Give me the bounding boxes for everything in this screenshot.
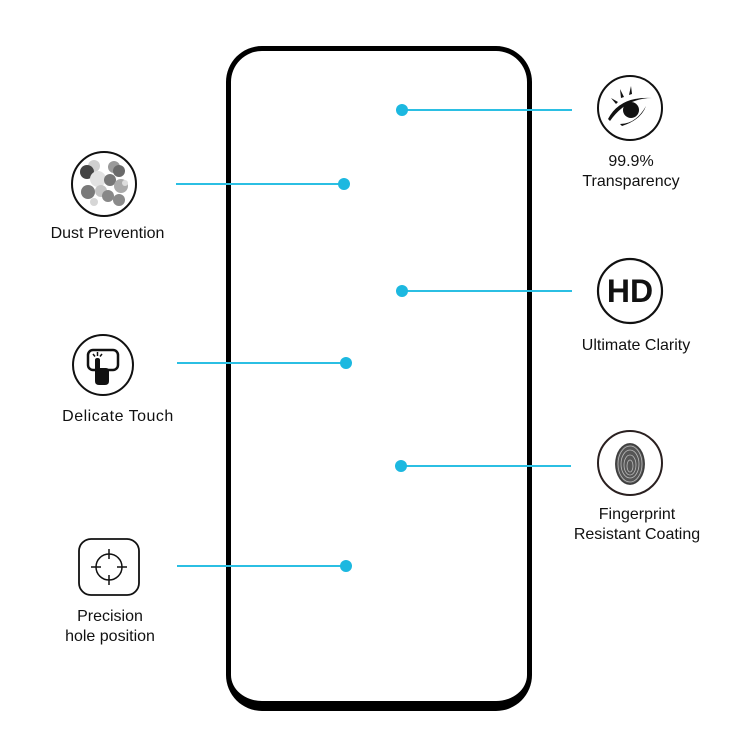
- dust-icon: [70, 150, 138, 218]
- phone-frame: [226, 46, 532, 711]
- transparency-label: 99.9% Transparency: [570, 152, 692, 192]
- precision-label-line2: hole position: [65, 628, 155, 645]
- callout-line-dust: [176, 183, 344, 185]
- fingerprint-icon: [596, 429, 664, 497]
- callout-dot-precision: [340, 560, 352, 572]
- transparency-label-line1: 99.9%: [608, 153, 654, 170]
- callout-dot-dust: [338, 178, 350, 190]
- transparency-label-line2: Transparency: [582, 173, 680, 190]
- fingerprint-label-line1: Fingerprint: [598, 506, 676, 523]
- crosshair-icon: [77, 537, 141, 597]
- callout-line-touch: [177, 362, 345, 364]
- callout-dot-clarity: [396, 285, 408, 297]
- clarity-label: Ultimate Clarity: [581, 337, 691, 354]
- fingerprint-label-line2: Resistant Coating: [573, 526, 701, 543]
- precision-label: Precision hole position: [50, 607, 170, 647]
- callout-line-precision: [177, 565, 345, 567]
- callout-line-clarity: [402, 290, 572, 292]
- fingerprint-label: Fingerprint Resistant Coating: [562, 505, 712, 545]
- callout-dot-transparency: [396, 104, 408, 116]
- precision-label-line1: Precision: [77, 608, 143, 625]
- callout-dot-fingerprint: [395, 460, 407, 472]
- hd-icon-text: HD: [606, 273, 654, 309]
- dust-label: Dust Prevention: [50, 225, 165, 242]
- touch-icon: [71, 333, 135, 397]
- hd-icon: HD: [596, 257, 664, 325]
- eye-icon: [596, 74, 664, 142]
- callout-line-fingerprint: [401, 465, 571, 467]
- touch-label: Delicate Touch: [62, 408, 174, 425]
- callout-dot-touch: [340, 357, 352, 369]
- callout-line-transparency: [402, 109, 572, 111]
